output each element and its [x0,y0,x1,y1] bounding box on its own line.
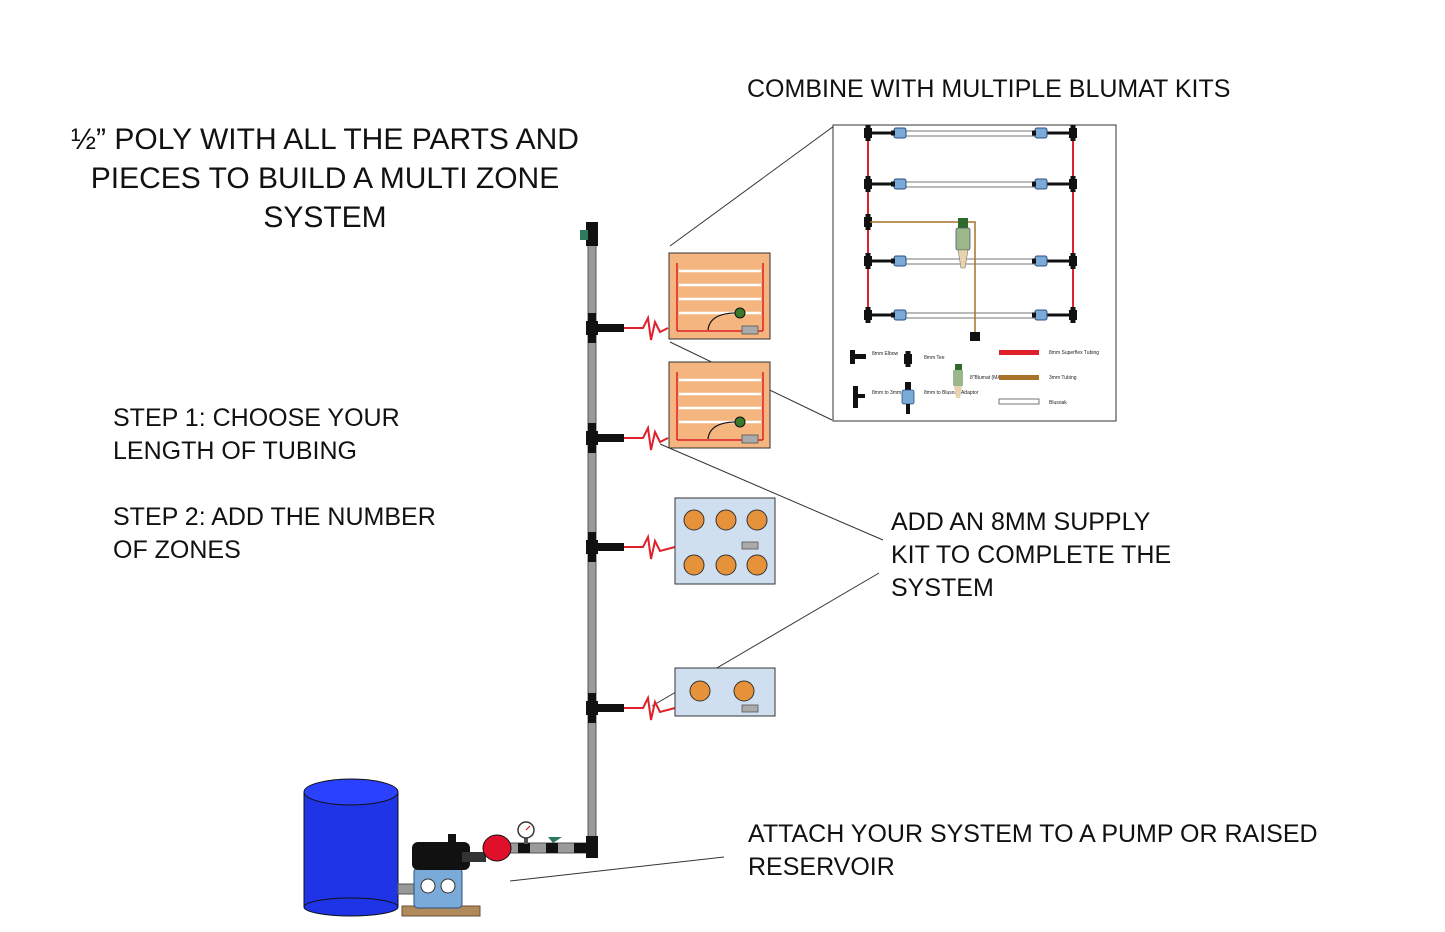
zone-branch-3 [586,532,676,562]
step-2-text: STEP 2: ADD THE NUMBER OF ZONES [113,503,436,564]
legend-tee: 8mm Tee [924,355,945,361]
elbow-icon [850,350,866,364]
zone-pots-6 [674,497,776,585]
legend-superflex: 8mm Superflex Tubing [1049,350,1099,356]
inset-legend: 8mm Elbow 8mm Tee 8mm to 3mm Tee 8mm to … [850,350,1099,414]
supply-kit-callout: ADD AN 8MM SUPPLY KIT TO COMPLETE THE SY… [891,508,1172,602]
combine-kits-callout: COMBINE WITH MULTIPLE BLUMAT KITS [747,75,1231,103]
pressure-regulator-icon [482,834,512,862]
adaptor-icon [901,382,915,414]
blusoak-swatch [998,398,1040,405]
superflex-swatch [999,350,1039,355]
pressure-gauge-icon [517,821,535,844]
blumat-kit-inset: 8mm Elbow 8mm Tee 8mm to 3mm Tee 8mm to … [832,124,1117,422]
valve-handle-icon [548,837,562,843]
step-1-text: STEP 1: CHOOSE YOUR LENGTH OF TUBING [113,404,400,465]
zone-branch-1 [586,313,669,343]
attach-pump-callout: ATTACH YOUR SYSTEM TO A PUMP OR RAISED R… [748,820,1318,881]
zone-pots-2 [674,667,776,717]
page-title: ½” POLY WITH ALL THE PARTS AND PIECES TO… [71,123,579,234]
zone-tray-2 [668,361,771,449]
pump-icon [397,834,486,917]
zone-branch-2 [586,423,669,453]
legend-tubing-3mm: 3mm Tubing [1049,375,1077,381]
manifold-pipe [482,821,598,862]
legend-blusoak: Blusoak [1049,400,1067,406]
tee-3mm-icon [853,386,865,408]
reservoir-drum [303,778,399,917]
legend-adaptor: 8mm to Blusoak Adaptor [924,390,979,396]
tubing-3mm-swatch [999,375,1039,380]
blumat-maxi-icon [955,218,971,269]
legend-elbow: 8mm Elbow [872,351,899,357]
zone-branch-4 [586,693,676,723]
legend-tee-3mm: 8mm to 3mm Tee [872,390,911,396]
legend-blumat: 8"Blumat (MAXI) [970,375,1007,381]
valve-handle-icon [580,230,588,240]
blumat-legend-icon [953,364,963,398]
blumat-sensor-icon [734,307,746,319]
zone-tray-1 [668,252,771,340]
blumat-sensor-icon [734,416,746,428]
